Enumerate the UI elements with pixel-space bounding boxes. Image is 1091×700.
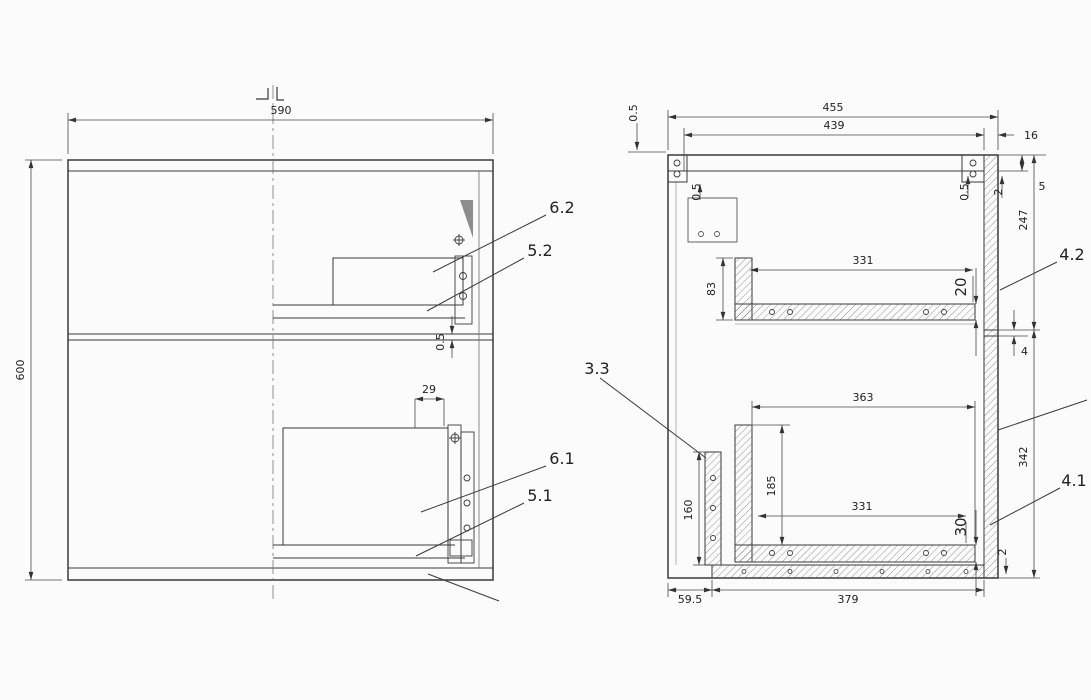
callout-6-2: 6.2: [549, 198, 574, 217]
callout-3-3: 3.3: [584, 359, 609, 378]
lower-drawer-box: [282, 427, 449, 546]
top-break-mark-2: [276, 87, 284, 101]
dim-lower-section-label: 342: [1017, 447, 1030, 468]
callout-5-1: 5.1: [527, 486, 552, 505]
dim-bracket-gap-label: 0.5: [690, 183, 703, 201]
front-panel-hatched: [983, 154, 999, 579]
side-view-geometry: [667, 154, 999, 579]
callout-4-2: 4.2: [1059, 245, 1084, 264]
front-view-dimension-lines: [25, 113, 547, 602]
dim-mid-gap-label: 4: [1021, 345, 1028, 358]
top-left-corner-bracket: [667, 154, 688, 183]
dim-lower-rail-length-label: 331: [852, 500, 873, 513]
dim-lower-rail-height-label: 185: [765, 476, 778, 497]
lower-left-bracket: [704, 451, 722, 566]
upper-slide-hardware: [453, 234, 473, 325]
dim-depth-inner-label: 439: [824, 119, 845, 132]
leader-4-2: [999, 261, 1058, 291]
dim-front-gap-label: 2: [992, 189, 1005, 196]
dim-depth-outer-label: 455: [823, 101, 844, 114]
leader-4-1: [989, 487, 1061, 526]
dim-top-gap-label: 5: [1039, 180, 1046, 193]
corner-bracket-shaded: [460, 200, 473, 238]
dim-upper-rail-length-label: 331: [853, 254, 874, 267]
leader-6-2: [432, 214, 547, 273]
callout-6-1: 6.1: [549, 449, 574, 468]
dim-panel-thickness-label: 16: [1024, 129, 1038, 142]
dim-front-gap-label: 0.5: [434, 333, 447, 351]
leader-bottom-unlabeled: [427, 573, 500, 602]
leader-5-2: [426, 257, 525, 312]
dim-front-height-label: 600: [14, 360, 27, 381]
dim-front-gap-small-label: 0.5: [958, 183, 971, 201]
side-view-labels: 455 439 0.5 0.5 0.5 2 5 16 247 331 83 20…: [584, 101, 1086, 606]
dim-lower-rail-thickness-label: 30: [952, 517, 970, 536]
dim-lower-span-label: 363: [853, 391, 874, 404]
callout-5-2: 5.2: [527, 241, 552, 260]
front-view-geometry: [67, 85, 494, 602]
dim-slide-offset-label: 29: [422, 383, 436, 396]
dim-upper-rail-thickness-label: 20: [952, 277, 970, 296]
leader-3-3: [599, 377, 707, 459]
dim-bottom-gap-label: 2: [996, 549, 1009, 556]
front-view-labels: 590 600 0.5 29 6.2 5.2 6.1 5.1: [14, 104, 575, 505]
dim-bottom-rail-length-label: 379: [838, 593, 859, 606]
leader-right-unlabeled: [997, 399, 1088, 431]
dim-front-width-label: 590: [271, 104, 292, 117]
upper-drawer-box: [332, 257, 464, 306]
callout-4-1: 4.1: [1061, 471, 1086, 490]
bottom-rail: [711, 564, 985, 579]
upper-rail-assembly: [734, 257, 976, 325]
side-view-dimension-lines: [599, 110, 1088, 597]
dim-back-offset-label: 0.5: [627, 104, 640, 122]
leader-6-1: [420, 465, 547, 513]
lower-rail-assembly: [734, 424, 976, 563]
dim-bottom-left-label: 59.5: [678, 593, 703, 606]
top-break-mark: [256, 88, 269, 100]
mounting-plate: [687, 197, 738, 243]
top-right-corner-bracket: [961, 154, 985, 183]
leader-5-1: [415, 502, 525, 557]
dim-upper-section-label: 247: [1017, 210, 1030, 231]
dim-upper-rail-offset-label: 83: [705, 282, 718, 296]
cabinet-outline: [67, 159, 494, 581]
dim-bracket-height-label: 160: [682, 500, 695, 521]
